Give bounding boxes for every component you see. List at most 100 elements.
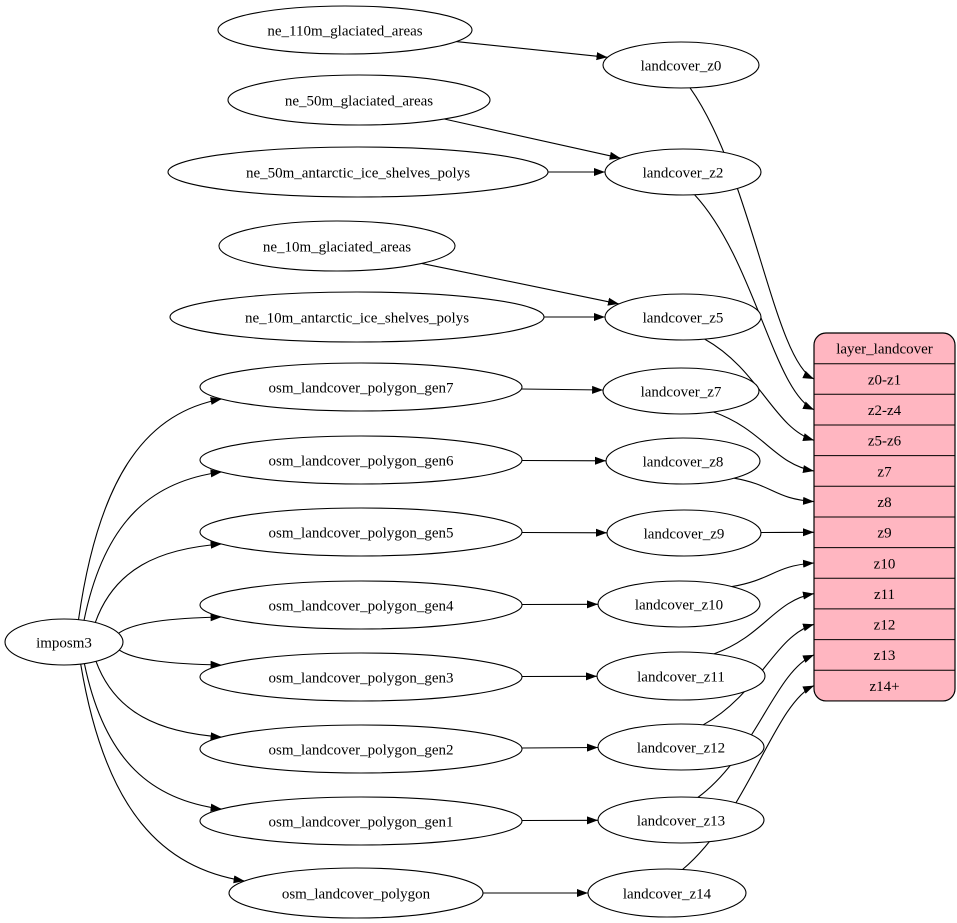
table-row-z14+: z14+ <box>869 679 899 695</box>
table-row-z11: z11 <box>874 587 895 603</box>
node-ellipse-imposm3 <box>4 618 124 666</box>
node-osm_landcover_polygon_gen5: osm_landcover_polygon_gen5 <box>199 507 523 557</box>
node-label-osm_landcover_polygon_gen1: osm_landcover_polygon_gen1 <box>269 814 454 830</box>
node-landcover_z10: landcover_z10 <box>597 580 761 628</box>
node-imposm3: imposm3 <box>4 618 124 666</box>
edge-imposm3-to-osm_landcover_polygon_gen1 <box>83 663 222 812</box>
node-label-imposm3: imposm3 <box>36 635 92 651</box>
node-landcover_z12: landcover_z12 <box>597 723 765 771</box>
table-layer_landcover: layer_landcoverz0-z1z2-z4z5-z6z7z8z9z10z… <box>813 332 956 702</box>
node-ellipse-landcover_z2 <box>604 148 762 196</box>
node-label-osm_landcover_polygon_gen6: osm_landcover_polygon_gen6 <box>269 453 454 469</box>
edge-imposm3-to-osm_landcover_polygon_gen4 <box>118 613 222 634</box>
node-label-landcover_z8: landcover_z8 <box>643 454 724 470</box>
edge-osm_landcover_polygon_gen7-to-landcover_z7 <box>521 385 604 394</box>
node-label-ne_10m_glaciated_areas: ne_10m_glaciated_areas <box>263 239 411 255</box>
node-ellipse-landcover_z12 <box>597 723 765 771</box>
node-label-ne_50m_antarctic_ice_shelves_polys: ne_50m_antarctic_ice_shelves_polys <box>246 165 470 181</box>
edge-landcover_z12-to-z12 <box>702 623 815 726</box>
node-ne_110m_glaciated_areas: ne_110m_glaciated_areas <box>217 5 473 55</box>
node-label-osm_landcover_polygon_gen2: osm_landcover_polygon_gen2 <box>269 742 454 758</box>
table-layer: layer_landcoverz0-z1z2-z4z5-z6z7z8z9z10z… <box>813 332 956 702</box>
edge-imposm3-to-osm_landcover_polygon_gen5 <box>94 540 222 623</box>
table-row-z8: z8 <box>877 495 891 511</box>
node-ne_10m_antarctic_ice_shelves_polys: ne_10m_antarctic_ice_shelves_polys <box>169 291 545 343</box>
edge-ne_110m_glaciated_areas-to-landcover_z0 <box>456 41 608 61</box>
node-label-landcover_z12: landcover_z12 <box>637 740 725 756</box>
node-osm_landcover_polygon_gen3: osm_landcover_polygon_gen3 <box>199 652 523 702</box>
node-ellipse-osm_landcover_polygon <box>228 867 484 919</box>
node-landcover_z5: landcover_z5 <box>604 293 762 341</box>
node-ne_10m_glaciated_areas: ne_10m_glaciated_areas <box>218 220 456 272</box>
edge-imposm3-to-osm_landcover_polygon <box>80 664 245 884</box>
node-ellipse-landcover_z14 <box>587 868 747 918</box>
node-ellipse-landcover_z7 <box>602 367 760 415</box>
node-ellipse-osm_landcover_polygon_gen5 <box>199 507 523 557</box>
edge-imposm3-to-osm_landcover_polygon_gen7 <box>77 397 222 620</box>
node-ellipse-osm_landcover_polygon_gen4 <box>199 580 523 630</box>
node-ellipse-landcover_z8 <box>605 437 761 485</box>
node-osm_landcover_polygon_gen6: osm_landcover_polygon_gen6 <box>199 435 523 485</box>
table-row-z7: z7 <box>877 464 892 480</box>
node-ellipse-osm_landcover_polygon_gen3 <box>199 652 523 702</box>
node-landcover_z9: landcover_z9 <box>606 509 762 557</box>
table-row-z2-z4: z2-z4 <box>868 403 902 419</box>
node-label-landcover_z13: landcover_z13 <box>637 813 725 829</box>
node-ellipse-osm_landcover_polygon_gen2 <box>199 724 523 774</box>
node-ellipse-landcover_z5 <box>604 293 762 341</box>
edge-ne_10m_glaciated_areas-to-landcover_z5 <box>421 262 620 306</box>
node-label-landcover_z0: landcover_z0 <box>641 58 722 74</box>
node-ellipse-ne_110m_glaciated_areas <box>217 5 473 55</box>
node-osm_landcover_polygon_gen2: osm_landcover_polygon_gen2 <box>199 724 523 774</box>
node-ellipse-landcover_z9 <box>606 509 762 557</box>
node-label-ne_110m_glaciated_areas: ne_110m_glaciated_areas <box>267 23 422 39</box>
edge-landcover_z13-to-z13 <box>697 654 815 798</box>
node-ellipse-landcover_z13 <box>597 796 765 844</box>
edge-landcover_z14-to-z14+ <box>682 685 815 870</box>
node-label-osm_landcover_polygon_gen3: osm_landcover_polygon_gen3 <box>269 670 454 686</box>
node-label-osm_landcover_polygon: osm_landcover_polygon <box>282 886 431 902</box>
node-ne_50m_glaciated_areas: ne_50m_glaciated_areas <box>227 74 491 126</box>
table-row-z0-z1: z0-z1 <box>868 372 901 388</box>
node-osm_landcover_polygon_gen7: osm_landcover_polygon_gen7 <box>199 362 523 412</box>
node-label-landcover_z11: landcover_z11 <box>637 669 725 685</box>
node-landcover_z14: landcover_z14 <box>587 868 747 918</box>
edge-landcover_z10-to-z10 <box>731 559 815 588</box>
node-osm_landcover_polygon_gen1: osm_landcover_polygon_gen1 <box>199 796 523 846</box>
nodes-layer: imposm3 ne_110m_glaciated_areas ne_50m_gla… <box>4 5 766 919</box>
node-label-osm_landcover_polygon_gen7: osm_landcover_polygon_gen7 <box>269 380 454 396</box>
node-landcover_z11: landcover_z11 <box>596 651 766 701</box>
node-ellipse-osm_landcover_polygon_gen6 <box>199 435 523 485</box>
table-row-z5-z6: z5-z6 <box>868 434 902 450</box>
edge-landcover_z8-to-z8 <box>734 477 815 505</box>
node-label-landcover_z10: landcover_z10 <box>635 597 723 613</box>
node-ne_50m_antarctic_ice_shelves_polys: ne_50m_antarctic_ice_shelves_polys <box>167 146 549 198</box>
node-landcover_z7: landcover_z7 <box>602 367 760 415</box>
edge-landcover_z11-to-z11 <box>713 591 815 655</box>
node-label-osm_landcover_polygon_gen4: osm_landcover_polygon_gen4 <box>269 598 454 614</box>
node-landcover_z8: landcover_z8 <box>605 437 761 485</box>
node-label-landcover_z2: landcover_z2 <box>643 165 724 181</box>
node-label-landcover_z9: landcover_z9 <box>644 526 725 542</box>
node-label-landcover_z7: landcover_z7 <box>641 384 722 400</box>
edge-imposm3-to-osm_landcover_polygon_gen2 <box>95 661 222 741</box>
node-landcover_z13: landcover_z13 <box>597 796 765 844</box>
node-ellipse-landcover_z11 <box>596 651 766 701</box>
node-ellipse-osm_landcover_polygon_gen1 <box>199 796 523 846</box>
edge-landcover_z2-to-z2-z4 <box>694 194 815 411</box>
node-ellipse-osm_landcover_polygon_gen7 <box>199 362 523 412</box>
table-row-z12: z12 <box>874 618 896 634</box>
node-label-landcover_z14: landcover_z14 <box>623 886 712 902</box>
node-osm_landcover_polygon: osm_landcover_polygon <box>228 867 484 919</box>
edge-imposm3-to-osm_landcover_polygon_gen6 <box>83 469 222 621</box>
edge-imposm3-to-osm_landcover_polygon_gen3 <box>118 649 222 669</box>
edge-ne_50m_glaciated_areas-to-landcover_z2 <box>444 118 621 160</box>
node-osm_landcover_polygon_gen4: osm_landcover_polygon_gen4 <box>199 580 523 630</box>
table-row-z10: z10 <box>874 556 896 572</box>
edge-osm_landcover_polygon_gen2-to-landcover_z12 <box>521 743 599 752</box>
table-row-z13: z13 <box>874 648 896 664</box>
node-label-ne_10m_antarctic_ice_shelves_polys: ne_10m_antarctic_ice_shelves_polys <box>245 310 469 326</box>
node-landcover_z2: landcover_z2 <box>604 148 762 196</box>
